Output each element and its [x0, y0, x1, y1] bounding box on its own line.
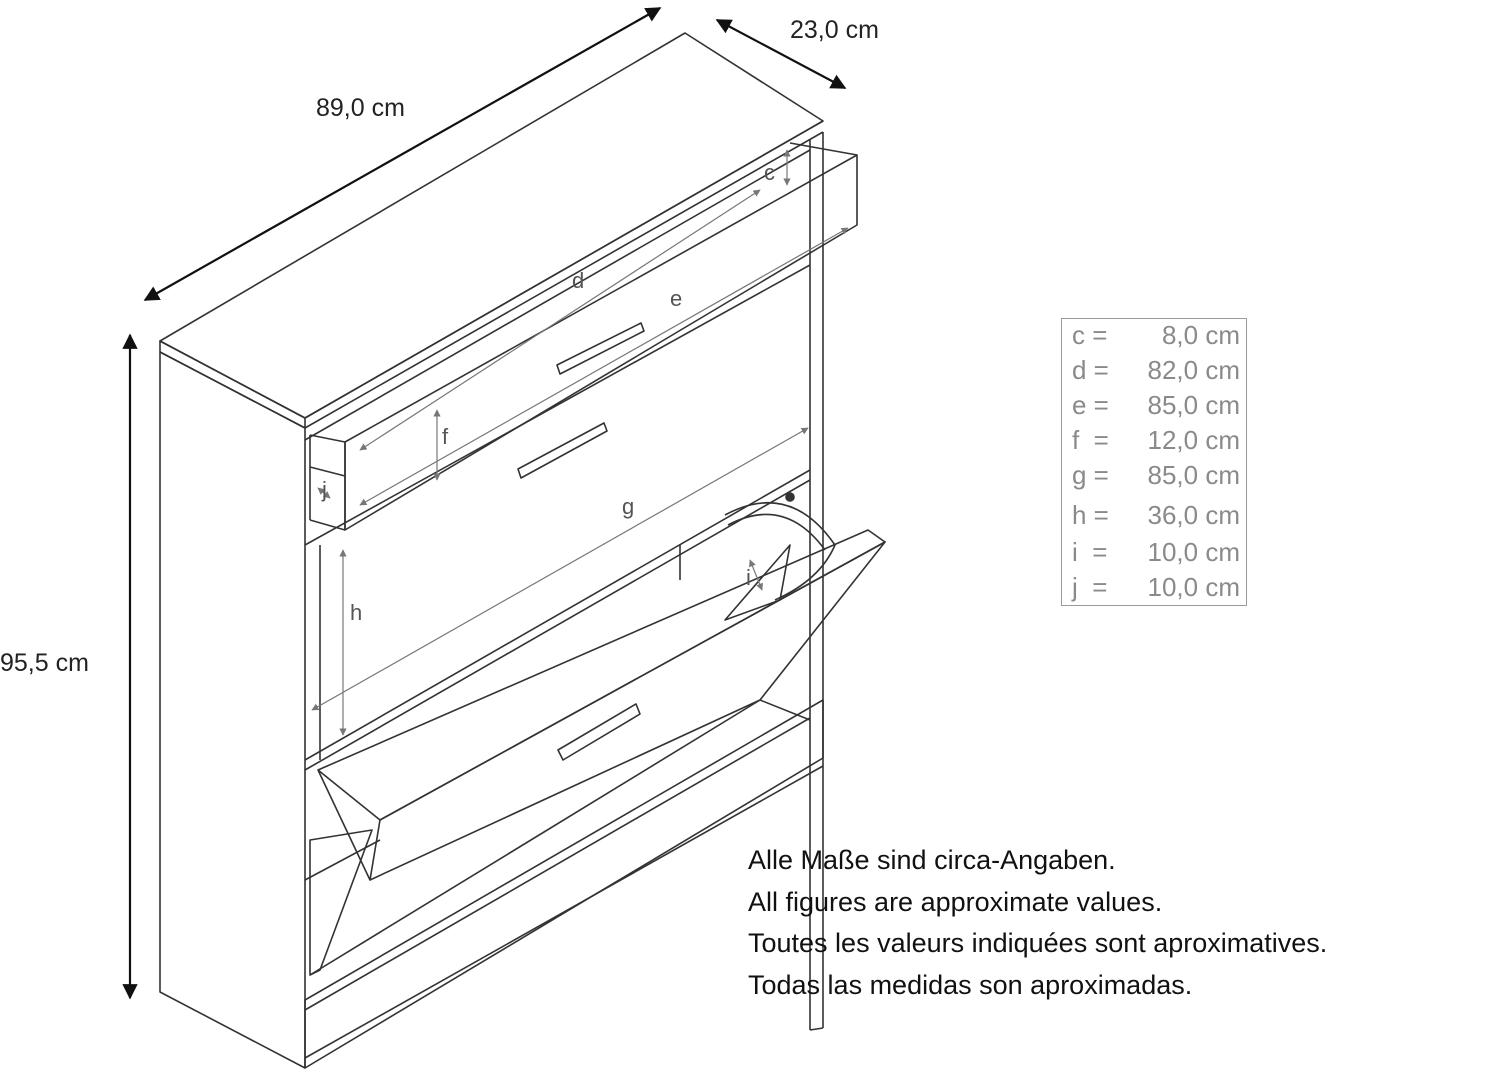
part-label-e: e — [670, 286, 682, 311]
part-label-d: d — [572, 268, 584, 293]
part-label-c: c — [764, 160, 775, 185]
width-arrow — [143, 7, 662, 301]
part-label-f: f — [442, 424, 449, 449]
legend-value: 10,0 cm — [1147, 537, 1241, 567]
legend-value: 85,0 cm — [1147, 390, 1241, 420]
overall-dimensions — [122, 7, 847, 1000]
top-slab-edge — [159, 340, 306, 429]
left-side-panel — [159, 351, 306, 1069]
interior-dimensions — [311, 149, 849, 736]
part-label-g: g — [622, 494, 634, 519]
legend-row-j: j = 10,0 cm — [1072, 571, 1240, 603]
note-spanish: Todas las medidas son aproximadas. — [748, 969, 1193, 1000]
legend-value: 8,0 cm — [1161, 320, 1240, 350]
part-label-h: h — [350, 600, 362, 625]
drawer-handle — [556, 322, 645, 375]
legend-key: g = — [1072, 460, 1109, 490]
open-shoe-flap-lower — [309, 829, 373, 976]
upper-flap-handle — [517, 422, 608, 479]
legend-row-i: i = 10,0 cm — [1072, 536, 1240, 568]
note-english: All figures are approximate values. — [748, 886, 1163, 917]
legend-key: f = — [1072, 425, 1109, 455]
open-flap-handle — [557, 703, 641, 761]
legend-value: 36,0 cm — [1147, 500, 1241, 530]
height-label: 95,5 cm — [0, 649, 89, 677]
dim-line-g — [360, 428, 808, 500]
legend-value: 10,0 cm — [1147, 572, 1241, 602]
depth-label: 23,0 cm — [790, 16, 879, 44]
legend-row-g: g = 85,0 cm — [1072, 459, 1240, 491]
legend-key: i = — [1072, 537, 1108, 567]
dim-line-d — [359, 189, 761, 451]
dim-line-j — [317, 487, 331, 499]
legend-key: c = — [1072, 320, 1108, 350]
part-label-i: i — [746, 565, 751, 590]
dim-line-g-visible — [311, 427, 809, 711]
legend-row-e: e = 85,0 cm — [1072, 389, 1240, 421]
legend-key: j = — [1072, 572, 1108, 602]
width-label: 89,0 cm — [316, 94, 405, 122]
note-german: Alle Maße sind circa-Angaben. — [748, 845, 1116, 875]
legend-row-d: d = 82,0 cm — [1072, 354, 1240, 386]
approximation-notes: Alle Maße sind circa-Angaben. All figure… — [748, 840, 1500, 1006]
legend-key: h = — [1072, 500, 1109, 530]
dimension-legend: c = 8,0 cm d = 82,0 cm e = 85,0 cm f = 12,0 … — [1061, 318, 1247, 606]
open-shoe-flap-upper — [317, 529, 886, 821]
note-french: Toutes les valeurs indiquées sont aproxi… — [748, 928, 1328, 958]
legend-key: d = — [1072, 355, 1109, 385]
legend-row-h: h = 36,0 cm — [1072, 499, 1240, 531]
depth-arrow — [715, 19, 847, 89]
legend-row-c: c = 8,0 cm — [1072, 319, 1240, 351]
legend-key: e = — [1072, 390, 1109, 420]
legend-value: 12,0 cm — [1147, 425, 1241, 455]
part-label-j: j — [321, 477, 327, 502]
legend-row-f: f = 12,0 cm — [1072, 424, 1240, 456]
bottom-plinth — [304, 699, 824, 1069]
legend-value: 85,0 cm — [1147, 460, 1241, 490]
legend-value: 82,0 cm — [1147, 355, 1241, 385]
dim-line-i — [749, 559, 763, 591]
